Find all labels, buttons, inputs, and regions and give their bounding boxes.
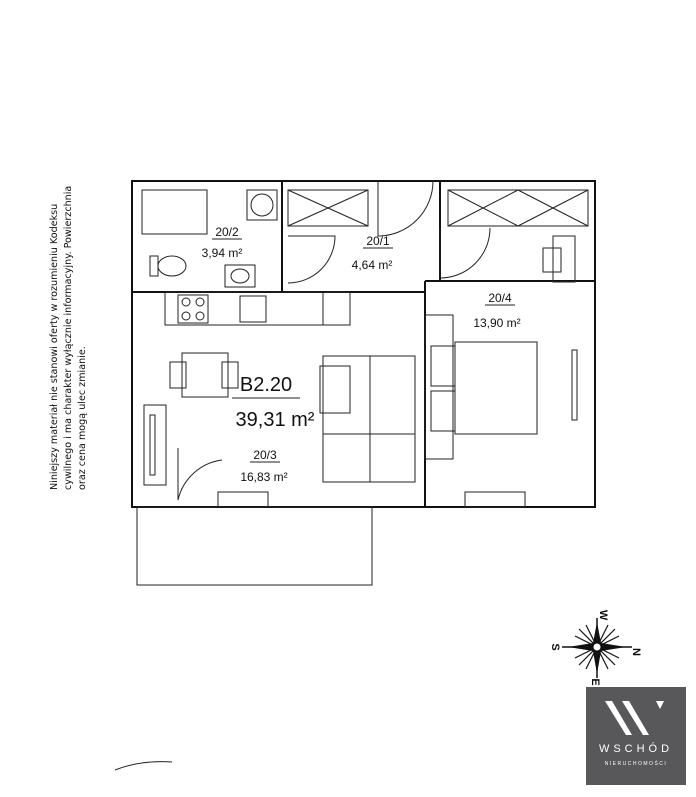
bedroom-furniture: [424, 235, 578, 508]
apartment-id: B2.20: [240, 374, 292, 396]
logo-brand: WSCHÓD: [598, 743, 674, 755]
apartment-area: 39,31 m²: [236, 409, 315, 431]
room-area: 13,90 m²: [473, 316, 520, 330]
doors: [177, 180, 491, 501]
compass-west: W: [597, 610, 609, 621]
inner-walls: [132, 181, 595, 507]
disclaimer-line: Niniejszy materiał nie stanowi oferty w …: [49, 204, 60, 490]
compass-rose: W S N E: [549, 610, 642, 686]
logo: WSCHÓD NIERUCHOMOŚCI: [586, 687, 686, 785]
balcony: [136, 506, 373, 586]
logo-w-mark: [605, 701, 664, 735]
wardrobes: [287, 189, 589, 227]
compass-north: N: [630, 648, 642, 656]
room-area: 16,83 m²: [240, 470, 287, 484]
disclaimer: Niniejszy materiał nie stanowi oferty w …: [49, 186, 88, 490]
compass-east: E: [589, 678, 601, 685]
living-furniture: [143, 352, 416, 508]
outer-wall: [131, 180, 596, 508]
room-number: 20/3: [253, 448, 277, 462]
compass-south: S: [549, 643, 561, 650]
disclaimer-line: cywilnego i ma charakter wyłącznie infor…: [63, 186, 74, 490]
bathroom-fixtures: [141, 189, 278, 288]
room-number: 20/4: [488, 291, 512, 305]
room-number: 20/1: [366, 234, 390, 248]
disclaimer-line: oraz cena mogą ulec zmianie.: [77, 346, 88, 490]
logo-sub: NIERUCHOMOŚCI: [604, 761, 668, 767]
room-area: 4,64 m²: [352, 258, 393, 272]
room-area: 3,94 m²: [202, 246, 243, 260]
kitchen-counter: [164, 291, 351, 326]
arc-mark: [114, 761, 173, 771]
room-number: 20/2: [215, 225, 239, 239]
